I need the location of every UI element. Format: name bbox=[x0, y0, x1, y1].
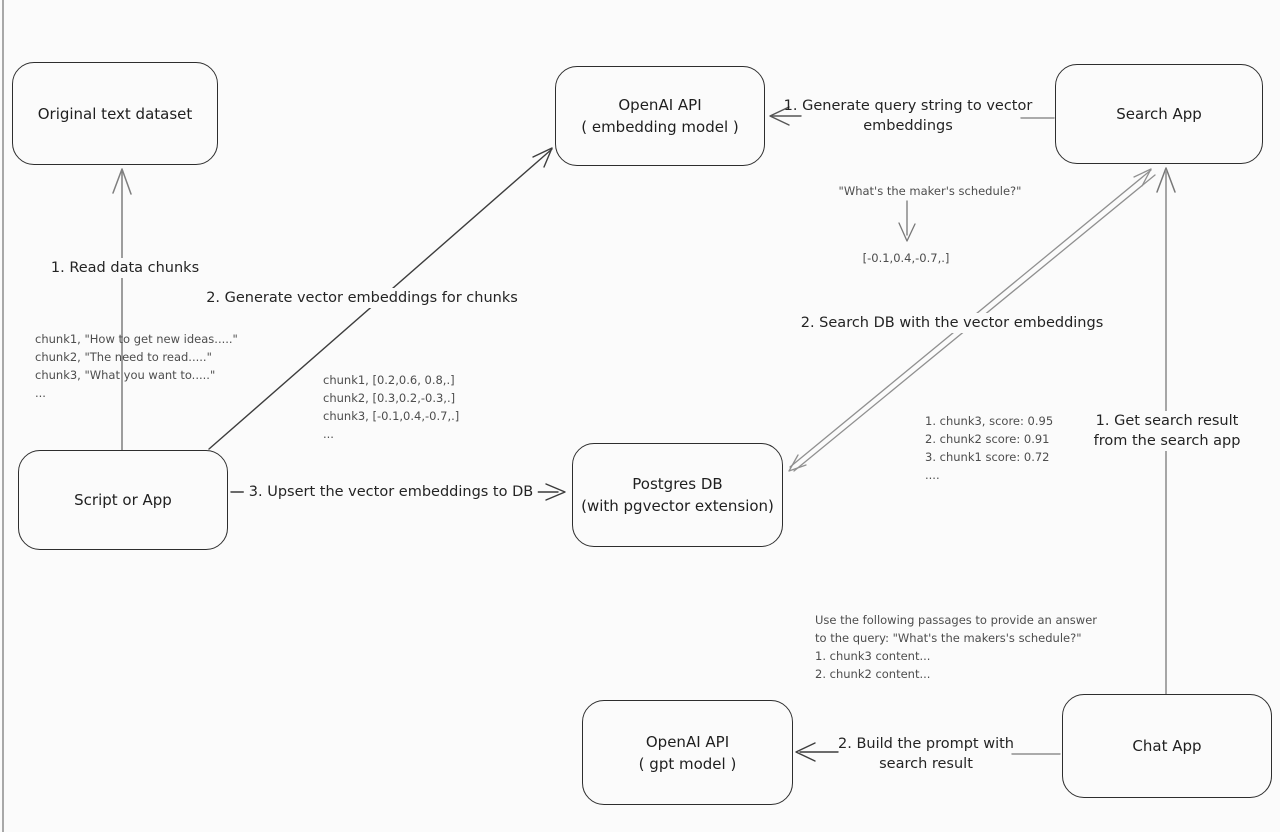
annotation-line: chunk3, "What you want to....." bbox=[35, 368, 216, 382]
edge-label-line1: 2. Build the prompt with bbox=[838, 736, 1014, 752]
annotation-line: chunk1, "How to get new ideas....." bbox=[35, 332, 238, 346]
edge-label-build-prompt: 2. Build the prompt with search result bbox=[838, 734, 1014, 774]
arrow-build-prompt bbox=[795, 742, 1061, 762]
edge-label-line2: embeddings bbox=[863, 118, 953, 134]
arrow-read-data-chunks bbox=[112, 168, 132, 451]
node-script-or-app: Script or App bbox=[18, 450, 228, 550]
edge-label-query-string: 1. Generate query string to vector embed… bbox=[784, 96, 1033, 136]
annotation-line: 1. chunk3 content... bbox=[815, 649, 931, 663]
arrow-query-string-to-embedding bbox=[769, 106, 1055, 126]
annotation-query-vector: [-0.1,0.4,-0.7,.] bbox=[862, 251, 950, 265]
annotation-line: chunk3, [-0.1,0.4,-0.7,.] bbox=[323, 409, 460, 423]
annotation-line: .... bbox=[925, 468, 940, 482]
annotation-line: chunk2, "The need to read....." bbox=[35, 350, 212, 364]
node-search-app: Search App bbox=[1055, 64, 1263, 164]
annotation-line: 2. chunk2 content... bbox=[815, 667, 931, 681]
node-label: Search App bbox=[1116, 105, 1202, 123]
annotation-line: to the query: "What's the makers's sched… bbox=[815, 631, 1082, 645]
annotation-line: 2. chunk2 score: 0.91 bbox=[925, 432, 1050, 446]
annotation-query-example: "What's the maker's schedule?" bbox=[838, 184, 1022, 198]
annotation-score-list: 1. chunk3, score: 0.95 2. chunk2 score: … bbox=[925, 412, 1053, 484]
edge-label-line1: 1. Generate query string to vector bbox=[783, 98, 1033, 114]
node-label: Original text dataset bbox=[37, 104, 193, 123]
node-label-line1: Postgres DB bbox=[632, 475, 723, 493]
edge-label-get-search-result: 1. Get search result from the search app bbox=[1088, 411, 1246, 451]
node-label-line1: OpenAI API bbox=[618, 96, 702, 114]
annotation-line: Use the following passages to provide an… bbox=[815, 613, 1097, 627]
node-label: Script or App bbox=[74, 491, 172, 509]
annotation-line: 3. chunk1 score: 0.72 bbox=[925, 450, 1050, 464]
edge-label-line2: from the search app bbox=[1093, 433, 1241, 449]
node-openai-embedding-api: OpenAI API ( embedding model ) bbox=[555, 66, 765, 166]
arrow-query-to-vector bbox=[898, 200, 916, 242]
annotation-line: ... bbox=[35, 386, 46, 400]
annotation-line: chunk2, [0.3,0.2,-0.3,.] bbox=[323, 391, 456, 405]
annotation-line: 1. chunk3, score: 0.95 bbox=[925, 414, 1054, 428]
node-openai-gpt-api: OpenAI API ( gpt model ) bbox=[582, 700, 793, 805]
node-label-line1: OpenAI API bbox=[645, 732, 730, 751]
edge-label-upsert-to-db: 3. Upsert the vector embeddings to DB bbox=[243, 482, 539, 502]
node-chat-app: Chat App bbox=[1062, 694, 1272, 798]
edge-label-search-db: 2. Search DB with the vector embeddings bbox=[795, 313, 1109, 333]
node-label: Chat App bbox=[1132, 737, 1202, 755]
annotation-line: ... bbox=[323, 427, 334, 441]
node-label-line2: (with pgvector extension) bbox=[581, 497, 774, 515]
node-original-text-dataset: Original text dataset bbox=[12, 62, 218, 165]
annotation-vector-list: chunk1, [0.2,0.6, 0.8,.] chunk2, [0.3,0.… bbox=[323, 371, 459, 443]
edge-label-generate-embeddings: 2. Generate vector embeddings for chunks bbox=[201, 288, 523, 308]
screen-left-border bbox=[2, 0, 4, 832]
edge-label-line1: 1. Get search result bbox=[1095, 413, 1239, 429]
annotation-chunk-list: chunk1, "How to get new ideas....." chun… bbox=[35, 330, 238, 402]
annotation-prompt-preview: Use the following passages to provide an… bbox=[815, 611, 1097, 683]
node-label-line2: ( embedding model ) bbox=[581, 118, 739, 136]
edge-label-read-data-chunks: 1. Read data chunks bbox=[45, 258, 205, 278]
node-postgres-db: Postgres DB (with pgvector extension) bbox=[572, 443, 783, 547]
annotation-line: chunk1, [0.2,0.6, 0.8,.] bbox=[323, 373, 455, 387]
node-label-line2: ( gpt model ) bbox=[638, 754, 737, 773]
edge-label-line2: search result bbox=[879, 756, 973, 772]
